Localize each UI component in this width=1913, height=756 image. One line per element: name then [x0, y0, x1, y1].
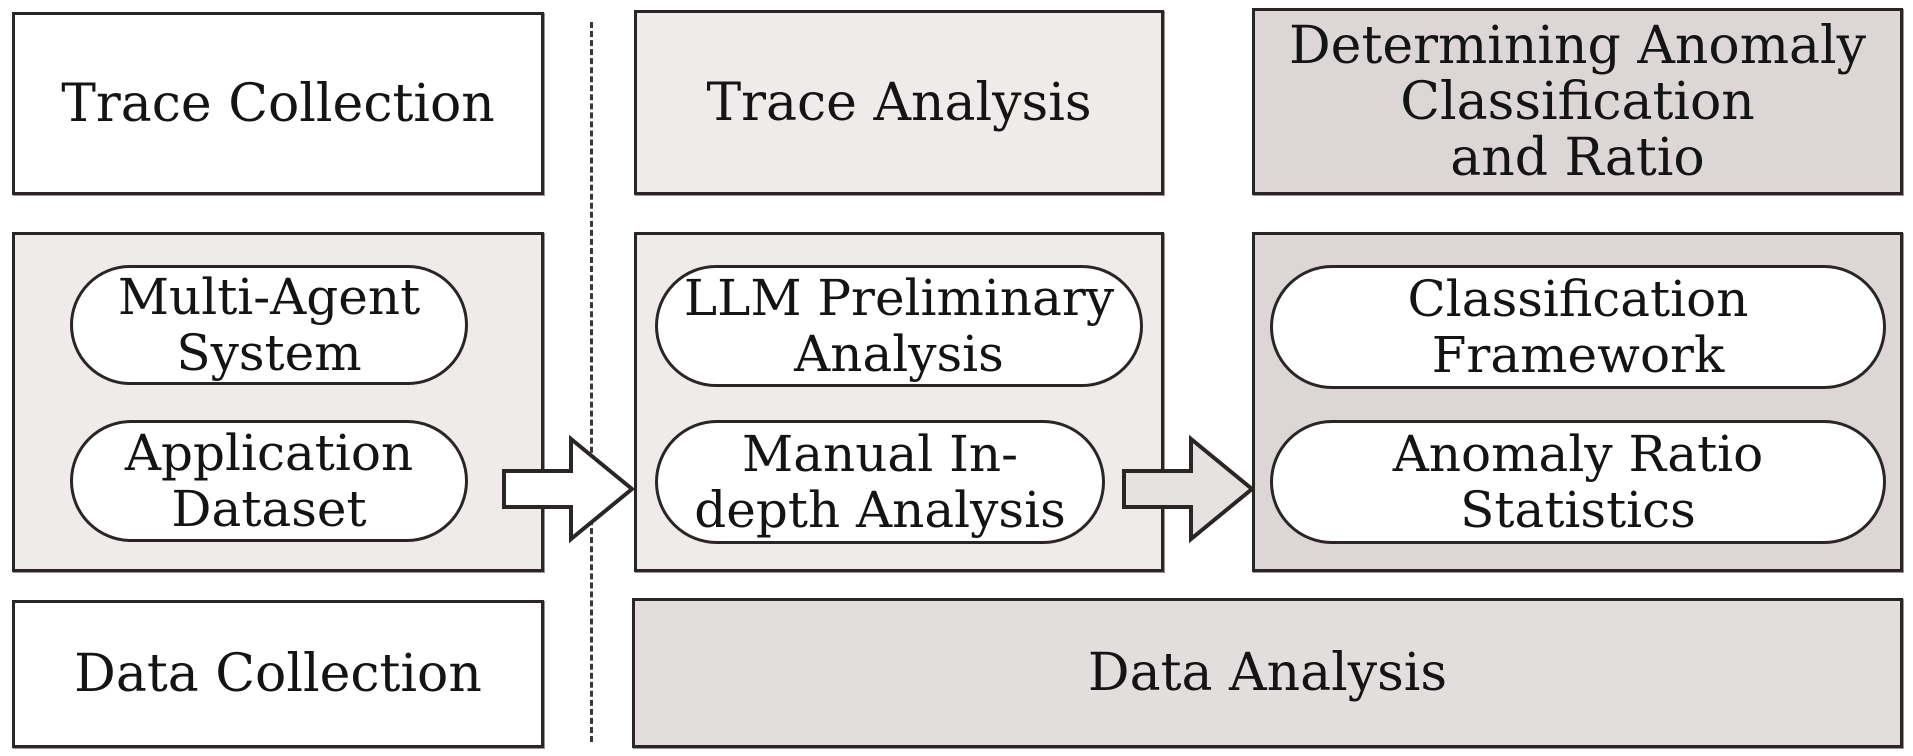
arrow-shape-2 [1122, 434, 1256, 544]
header-label: Trace Collection [61, 73, 495, 134]
header-label: Trace Analysis [706, 72, 1092, 133]
header-trace-collection: Trace Collection [12, 12, 544, 195]
node-llm-preliminary-analysis: LLM Preliminary Analysis [655, 265, 1143, 387]
node-anomaly-ratio-statistics: Anomaly Ratio Statistics [1270, 420, 1886, 544]
node-label: LLM Preliminary Analysis [683, 269, 1115, 383]
right-arrow-icon [502, 434, 636, 544]
arrow-shape-1 [502, 434, 636, 544]
header-determining-anomaly: Determining Anomaly Classification and R… [1252, 8, 1903, 195]
node-classification-framework: Classification Framework [1270, 265, 1886, 389]
node-manual-in-depth-analysis: Manual In- depth Analysis [655, 420, 1105, 544]
node-application-dataset: Application Dataset [70, 420, 468, 542]
footer-data-analysis: Data Analysis [632, 598, 1903, 748]
node-label: Anomaly Ratio Statistics [1392, 425, 1764, 539]
node-multi-agent-system: Multi-Agent System [70, 265, 468, 385]
node-label: Classification Framework [1407, 270, 1749, 384]
header-trace-analysis: Trace Analysis [634, 10, 1164, 195]
right-arrow-icon [1122, 434, 1256, 544]
node-label: Application Dataset [124, 424, 414, 538]
footer-data-collection: Data Collection [12, 600, 544, 748]
footer-label: Data Collection [74, 644, 482, 704]
dashed-divider [590, 22, 593, 742]
header-label: Determining Anomaly Classification and R… [1288, 15, 1867, 188]
node-label: Multi-Agent System [117, 268, 421, 382]
node-label: Manual In- depth Analysis [694, 425, 1066, 539]
footer-label: Data Analysis [1087, 643, 1448, 703]
